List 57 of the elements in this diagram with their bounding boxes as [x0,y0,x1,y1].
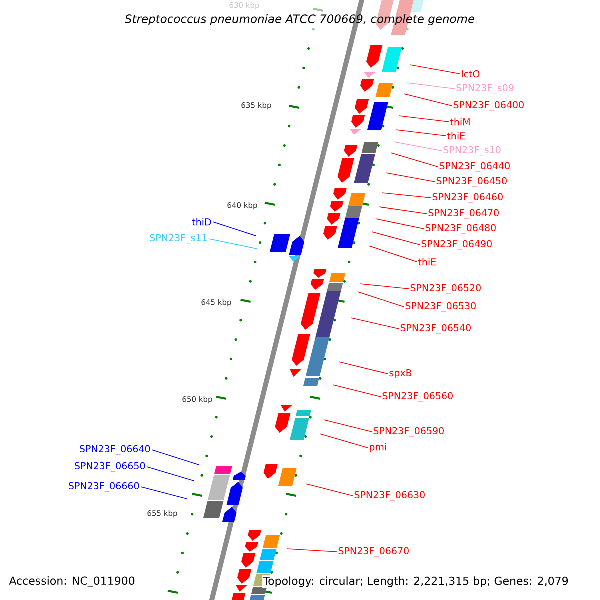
leader-line [368,246,418,262]
leader-line [320,434,368,448]
gene-label: spxB [390,370,412,378]
gene-label: SPN23F_06640 [80,445,150,455]
leader-line [306,484,354,496]
leader-line [382,192,432,198]
gene-label: SPN23F_06440 [440,162,510,172]
gene-label: SPN23F_s10 [444,146,501,156]
gene-label: SPN23F_s11 [150,234,207,244]
gene-label: SPN23F_06590 [374,427,444,437]
leader-line [350,318,400,330]
gene-label: SPN23F_06630 [354,491,425,501]
accession-text: Accession: NC_011900 [8,576,136,588]
gene-label: SPN23F_06670 [338,547,409,557]
gene-label: SPN23F_06660 [69,482,140,492]
leader-line [406,82,456,90]
gene-label: thiE [418,258,436,266]
leader-line [332,384,382,398]
gene-label: thiD [192,218,212,226]
gene-label: SPN23F_06540 [400,324,471,334]
gene-label: thiE [447,132,465,140]
gene-label: SPN23F_06450 [436,177,507,187]
leader-line [358,292,404,308]
gene-label: SPN23F_s09 [456,84,514,94]
leader-line [360,284,410,290]
leader-line [208,238,258,250]
leader-line [376,218,424,230]
leader-line [152,450,200,466]
gene-label: SPN23F_06460 [432,193,503,203]
gene-label: SPN23F_06480 [426,224,496,234]
gene-label: SPN23F_06560 [382,392,453,402]
leader-line [372,232,420,246]
leader-line [404,94,452,106]
gene-label: lctO [462,70,480,78]
leader-line [146,466,194,482]
leader-line [324,420,372,432]
gene-label: SPN23F_06400 [454,101,524,111]
leader-line [338,362,388,374]
gene-label: SPN23F_06650 [75,462,146,472]
leader-line [140,486,188,500]
genome-info-text: Topology: circular; Length: 2,221,315 bp; Genes: 2,079 [262,576,570,588]
gene-label: thiM [450,118,470,126]
leader-line [410,64,460,74]
leader-line [286,548,338,552]
gene-label: SPN23F_06470 [428,209,499,219]
leader-line [394,142,442,152]
leader-line [390,152,438,168]
leader-line [398,116,450,122]
title: Streptococcus pneumoniae ATCC 700669, complete genome [124,14,475,26]
leader-line [378,206,428,214]
gene-label: SPN23F_06520 [410,284,481,294]
gene-label: SPN23F_06530 [406,302,476,312]
gene-label: SPN23F_06490 [422,240,492,250]
leader-line [386,172,436,182]
leader-line [212,222,256,236]
gene-label: pmi [370,443,386,453]
leader-line [396,130,446,136]
